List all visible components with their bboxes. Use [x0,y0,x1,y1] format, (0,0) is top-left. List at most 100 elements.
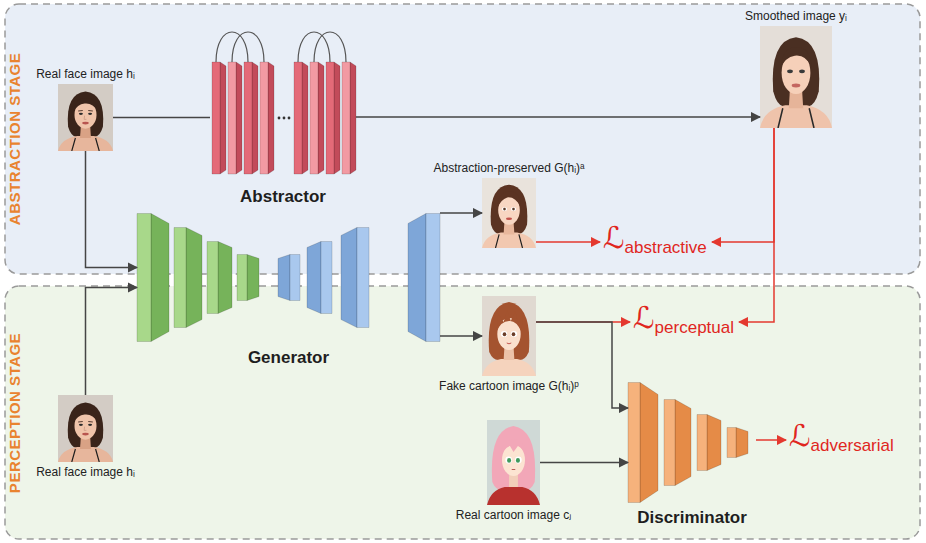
loss-arrow [536,241,600,243]
slab-front [212,62,220,174]
slab-front [664,400,675,486]
slab-side [220,62,226,174]
slab-side [186,228,202,328]
slab-front [244,62,252,174]
loss-label: ℒabstractive [603,220,707,265]
flow-arrow [356,116,760,118]
loss-arrow [739,128,774,322]
encoder-layer [237,255,259,301]
slab-front [228,62,236,174]
real-cartoon-image: Real cartoon image cⱼ [487,420,540,505]
skip-connection [232,32,264,62]
slab-front [628,383,640,503]
image-caption: Smoothed image yᵢ [745,9,847,23]
discriminator-layer [628,383,658,503]
slab-side [707,415,721,471]
image-caption: Fake cartoon image G(hᵢ)ᵖ [439,379,579,393]
connectors [86,117,787,463]
abstractor-layer [244,62,258,174]
slab-front [426,214,440,342]
slab-front [357,228,369,328]
slab-front [321,242,332,314]
flow-arrow [86,288,138,396]
slab-side [350,62,356,174]
ellipsis-dot [283,117,286,120]
ellipsis-dot [278,117,281,120]
flow-arrow [540,462,628,464]
real-face-photo [58,84,113,151]
loss-label: ℒadversarial [789,418,894,463]
slab-side [736,428,748,458]
stage-label: ABSTRACTION STAGE [6,53,23,225]
slab-front [294,62,302,174]
decoder-layer [278,255,300,301]
discriminator-layer [664,400,691,486]
slab-side [408,214,426,342]
skip-connection [314,32,346,62]
abstractor-layer [342,62,356,174]
slab-front [326,62,334,174]
discriminator-layer [697,415,721,471]
stage-label: PERCEPTION STAGE [6,332,23,492]
abstractor-layer [212,62,226,174]
real-face-image: Real face image hᵢ [58,84,113,151]
slab-side [252,62,258,174]
fake-cartoon-image [482,296,536,376]
slab-side [341,228,357,328]
loss-term: ℒabstractive [600,218,712,267]
slab-side [318,62,324,174]
slab-side [236,62,242,174]
flow-arrow [86,151,138,268]
flow-arrow [113,117,210,119]
abstraction-preserved-image: Abstraction-preserved G(hᵢ)ᵃ [482,178,536,248]
slab-front [342,62,350,174]
slab-side [640,383,658,503]
abstractor-layer [310,62,324,174]
decoder-layer [341,228,369,328]
loss-term: ℒperceptual [630,298,739,347]
encoder-layer [174,228,202,328]
stage-band: PERCEPTION STAGE Real face image hᵢ Fake c… [5,286,920,539]
flow-arrow [440,335,482,337]
abstraction-preserved-image [482,178,536,248]
ellipsis-dot [288,117,291,120]
loss-term: ℒadversarial [786,416,899,465]
slab-front [174,228,186,328]
discriminator-network: Discriminator [628,380,756,505]
real-cartoon-image [487,420,540,505]
loss-arrow [756,439,786,441]
image-caption: Real face image hᵢ [36,465,135,479]
fake-cartoon-image: Fake cartoon image G(hᵢ)ᵖ [482,296,536,376]
flow-arrow [536,322,628,408]
slab-side [307,242,321,314]
slab-front [290,255,300,301]
slab-front [207,242,218,314]
slab-side [278,255,290,301]
stage-band: ABSTRACTION STAGE Real face image hᵢ Abstr… [5,4,920,274]
abstractor-layer [294,62,308,174]
slab-side [675,400,691,486]
flow-arrow [440,212,482,214]
generator-network: Generator [137,210,440,345]
network-label: Discriminator [637,508,747,528]
slab-side [151,214,169,342]
real-face-photo [58,395,113,462]
slab-front [727,428,736,458]
discriminator-layer [727,428,748,458]
slab-side [268,62,274,174]
slab-front [137,214,151,342]
slab-side [218,242,232,314]
slab-side [302,62,308,174]
image-caption: Real face image hᵢ [36,67,135,81]
network-label: Abstractor [240,187,326,207]
decoder-layer [408,214,440,342]
slab-front [697,415,707,471]
slab-side [334,62,340,174]
stage-band-grounds [5,4,920,539]
network-blocks [137,32,748,503]
image-caption: Abstraction-preserved G(hᵢ)ᵃ [433,161,584,175]
slab-front [310,62,318,174]
